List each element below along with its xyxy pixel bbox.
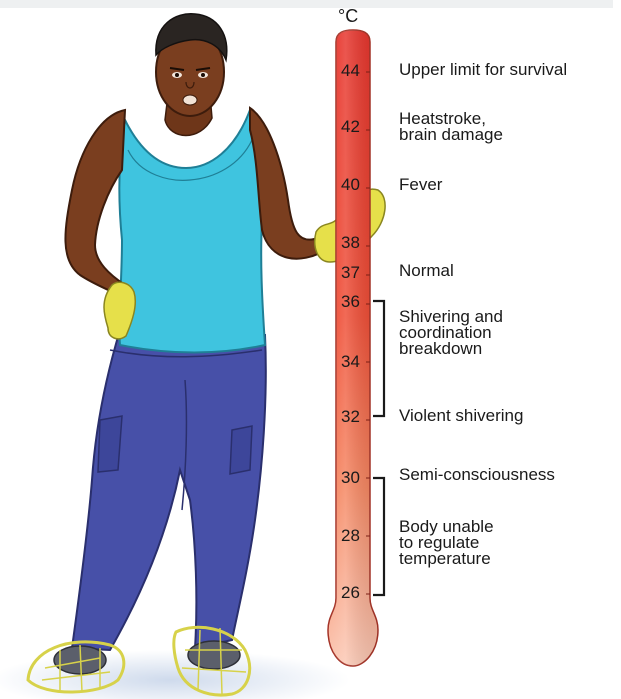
right-shoe: [188, 641, 240, 669]
label-violent-shivering: Violent shivering: [399, 408, 523, 424]
tick-label-34: 34: [341, 352, 360, 372]
label-semi-consciousness: Semi-consciousness: [399, 467, 555, 483]
man-illustration: [0, 14, 385, 699]
label-shivering-coordination: Shivering and coordination breakdown: [399, 309, 503, 357]
tick-label-30: 30: [341, 468, 360, 488]
tick-label-38: 38: [341, 233, 360, 253]
label-normal: Normal: [399, 263, 454, 279]
tick-label-36: 36: [341, 292, 360, 312]
left-arm: [65, 110, 125, 295]
tick-label-44: 44: [341, 61, 360, 81]
tick-label-37: 37: [341, 263, 360, 283]
label-heatstroke: Heatstroke, brain damage: [399, 111, 503, 143]
pants: [72, 330, 266, 650]
label-upper-limit: Upper limit for survival: [399, 62, 567, 78]
tick-label-40: 40: [341, 175, 360, 195]
label-fever: Fever: [399, 177, 442, 193]
bracket-shivering: [373, 301, 384, 416]
unit-label: °C: [338, 6, 358, 27]
tick-label-26: 26: [341, 583, 360, 603]
bracket-body-unable: [373, 478, 384, 595]
tank-top: [119, 110, 265, 353]
tick-label-32: 32: [341, 407, 360, 427]
head: [156, 14, 227, 116]
tick-label-28: 28: [341, 526, 360, 546]
tick-label-42: 42: [341, 117, 360, 137]
label-body-unable: Body unable to regulate temperature: [399, 519, 494, 567]
